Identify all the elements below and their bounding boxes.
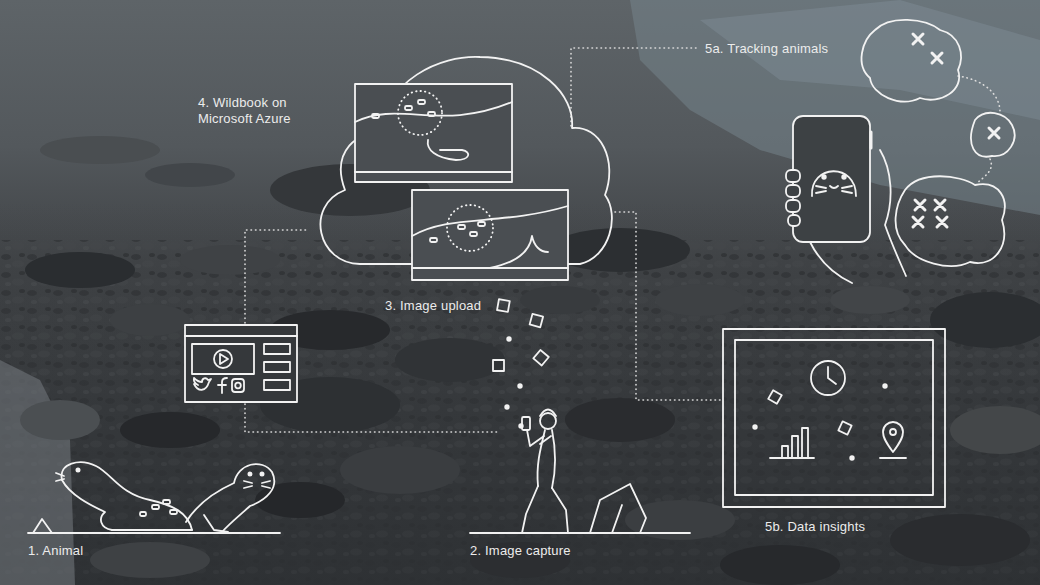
data-insights-panel: 5b. Data insights: [722, 328, 948, 542]
social-media-window: [185, 325, 297, 402]
cloud-outline: [195, 55, 615, 292]
panel-outline: [722, 328, 948, 542]
seal-figure: [28, 462, 280, 533]
step-label: 2. Image capture: [470, 543, 571, 559]
upload-squares: [493, 299, 549, 428]
photographer-figure: [470, 410, 690, 534]
step-label: 3. Image upload: [385, 298, 481, 314]
cloud-node: 4. Wildbook on Microsoft Azure: [195, 55, 615, 292]
node-label: 4. Wildbook on Microsoft Azure: [198, 95, 328, 127]
node-label: 5b. Data insights: [765, 519, 935, 535]
phone-and-maps: [786, 20, 1015, 283]
step-label: 1. Animal: [28, 543, 83, 559]
dotted-connector: [615, 212, 722, 400]
dotted-leaders: [245, 48, 1000, 432]
step-label: 5a. Tracking animals: [705, 41, 828, 57]
